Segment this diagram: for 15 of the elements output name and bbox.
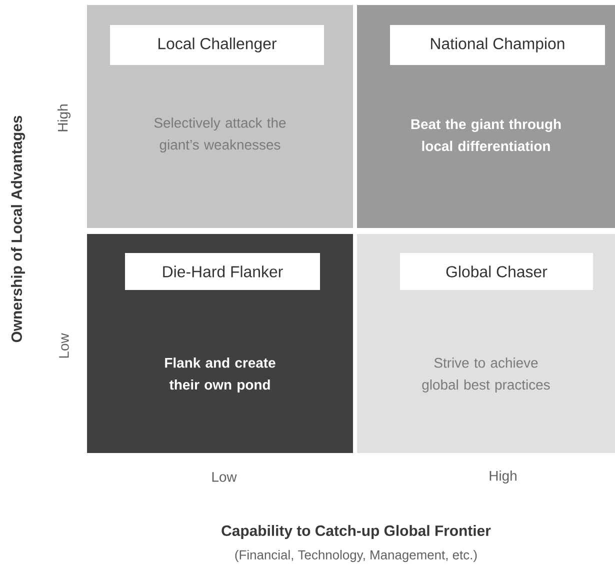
axis-title: Ownership of Local Advantages <box>11 116 25 342</box>
title-box: Die-Hard Flanker <box>125 253 320 290</box>
title-box: Local Challenger <box>110 25 324 65</box>
description-text: Selectively attack the giant’s weaknesses <box>154 118 286 152</box>
axis-label: Low <box>59 333 69 358</box>
axis-title: Capability to Catch-up Global Frontier <box>222 525 491 539</box>
title-box: Global Chaser <box>400 253 593 290</box>
description-text: Flank and create their own pond <box>165 358 276 392</box>
axis-label: High <box>58 104 70 132</box>
description-text: Beat the giant through local differentiation <box>411 118 561 152</box>
axis-label: High <box>490 470 516 484</box>
axis-label: Low <box>212 472 237 482</box>
axis-title: (Financial, Technology, Management, etc.) <box>235 550 477 562</box>
title-box: National Champion <box>390 25 605 65</box>
description-text: Strive to achieve global best practices <box>422 358 550 392</box>
